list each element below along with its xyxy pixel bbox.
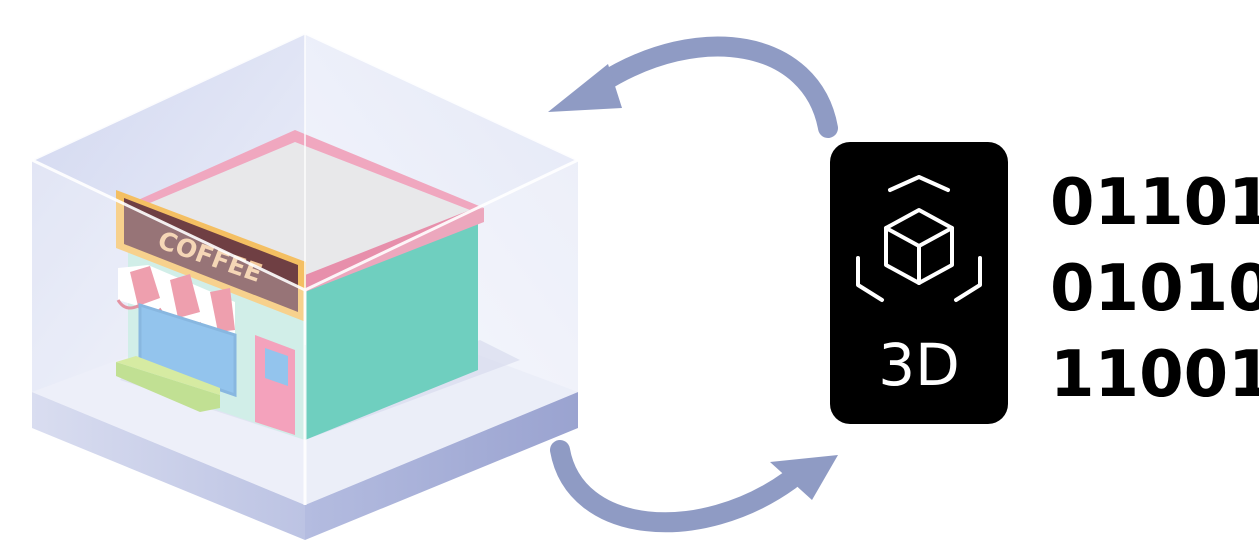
shop-roof-rim-right bbox=[305, 208, 484, 292]
binary-line-2: 01010 bbox=[1050, 252, 1259, 326]
glass-box-front-right bbox=[305, 160, 578, 505]
shop-roof bbox=[145, 142, 470, 275]
glass-box-base-left bbox=[32, 392, 305, 540]
coffee-shop-illustration: COFFEE bbox=[31, 31, 579, 540]
shop-planter-top bbox=[116, 356, 220, 395]
glass-box-front-left bbox=[32, 160, 305, 505]
shop-roof-rim-back bbox=[138, 130, 295, 205]
shop-planter bbox=[116, 362, 220, 412]
binary-line-1: 01101 bbox=[1050, 166, 1259, 240]
glass-box-base-right bbox=[305, 392, 578, 540]
shop-door-window bbox=[265, 348, 288, 386]
shop-sign-board bbox=[124, 198, 298, 312]
binary-code: 01101 01010 11001 bbox=[1050, 160, 1259, 418]
model-card-label: 3D bbox=[878, 331, 960, 399]
curved-arrow-right bbox=[550, 440, 838, 533]
curved-arrow-left bbox=[548, 36, 838, 138]
shop-roof-rim-backright bbox=[295, 130, 484, 210]
shop-window bbox=[138, 302, 237, 398]
3d-cube-icon bbox=[856, 175, 982, 302]
binary-line-3: 11001 bbox=[1050, 338, 1259, 412]
model-card: 3D bbox=[830, 142, 1008, 424]
